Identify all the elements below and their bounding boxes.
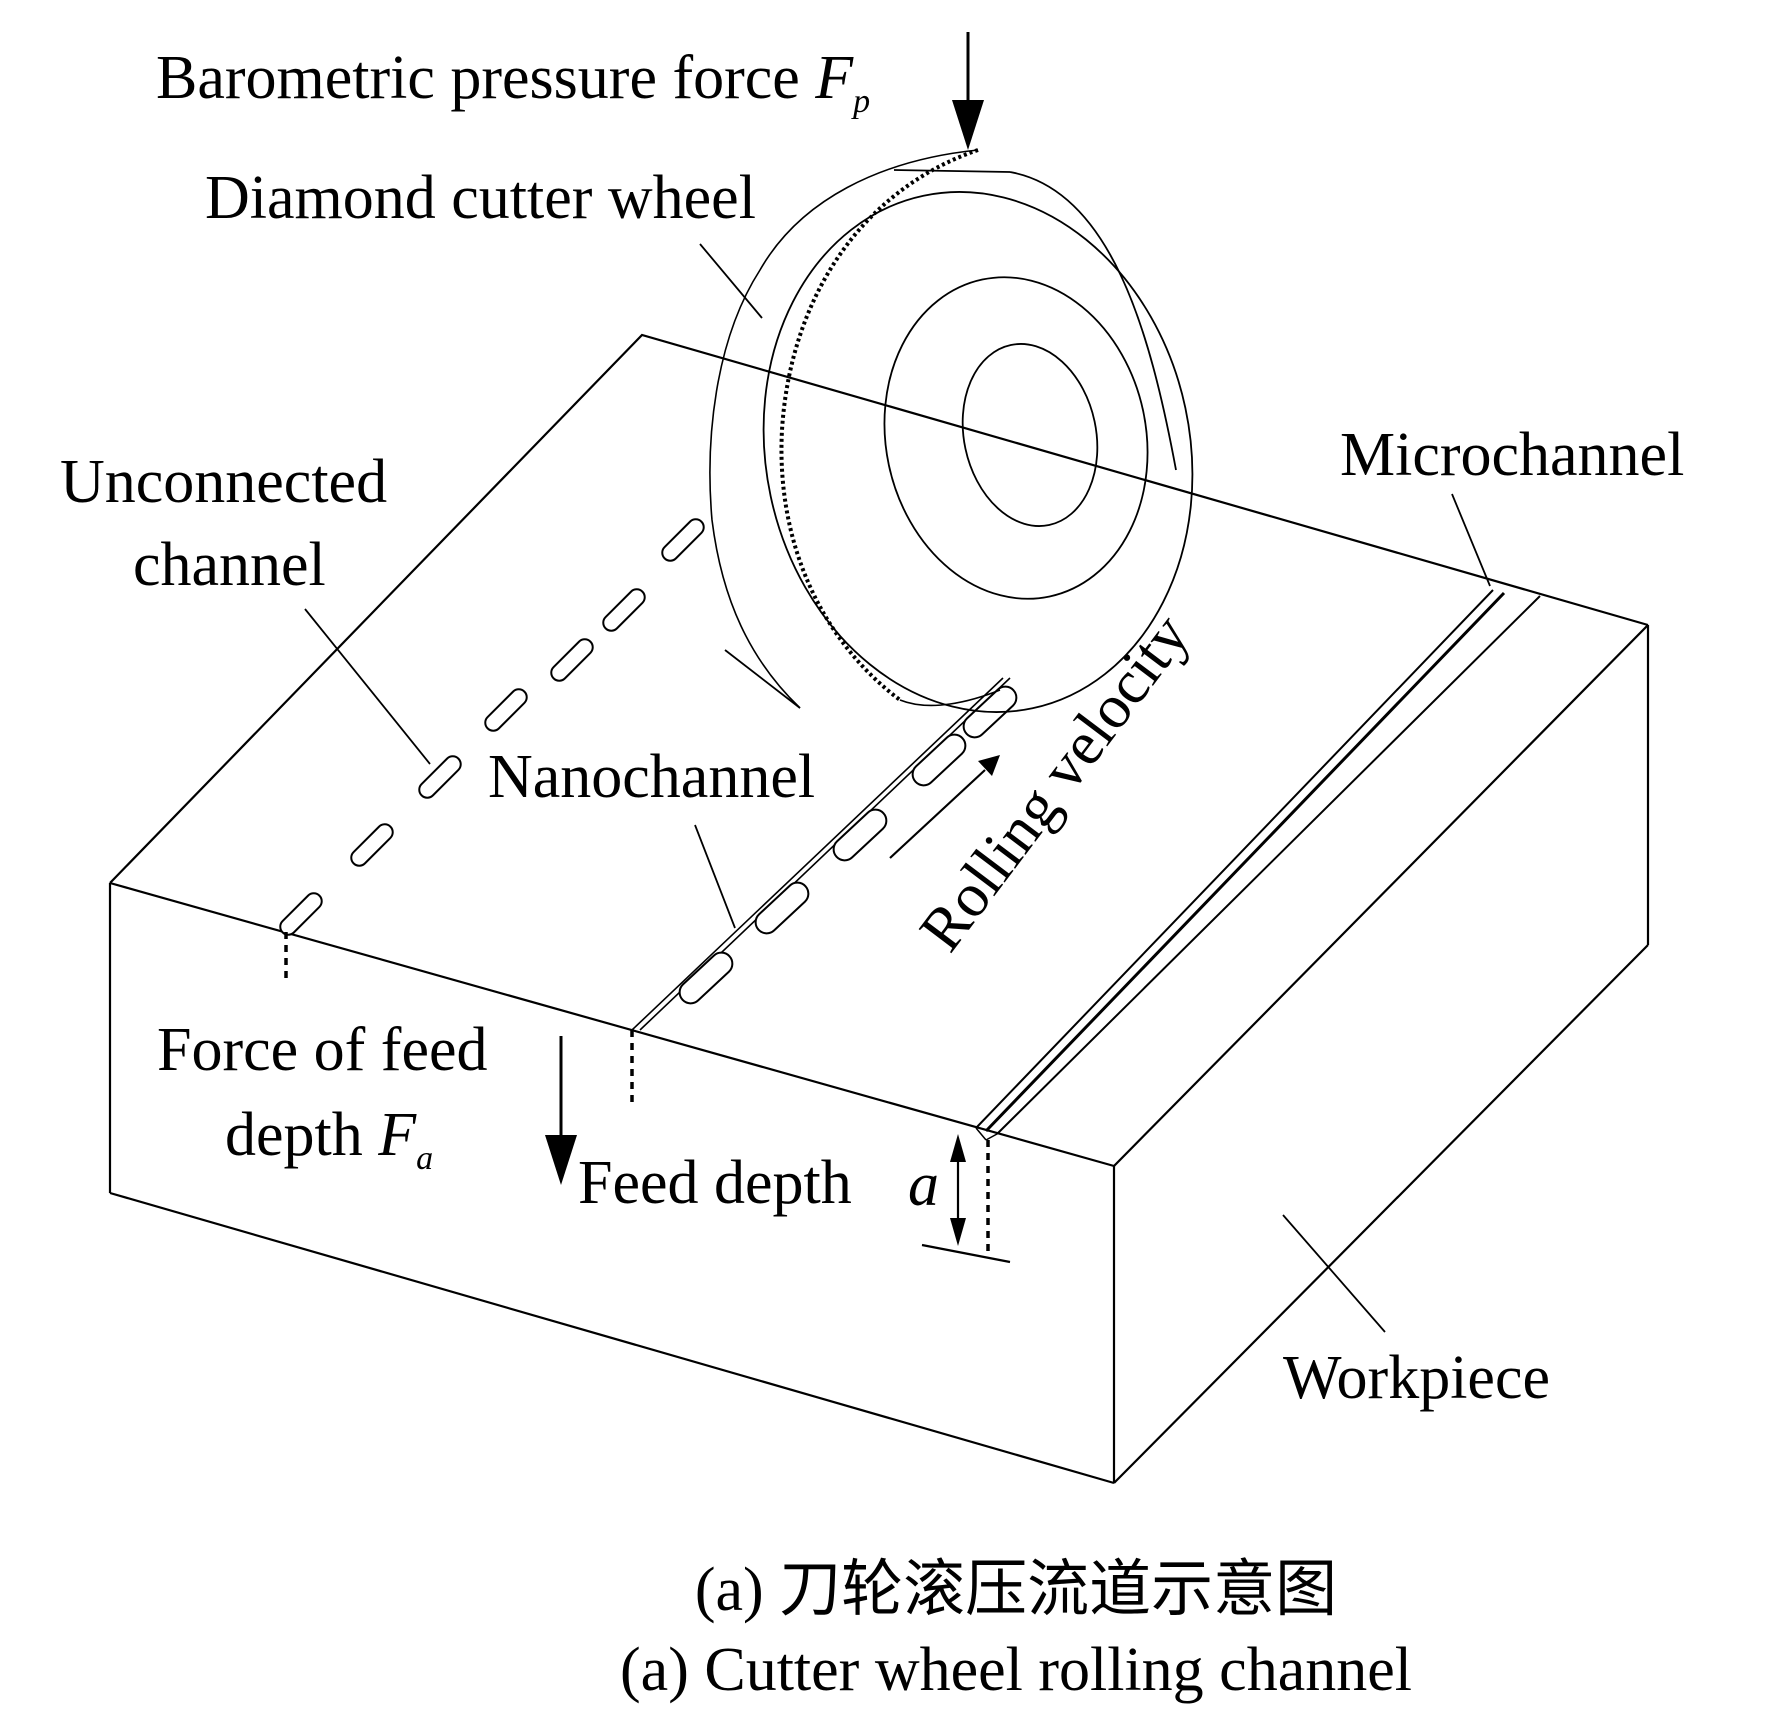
feed-depth-dimension — [921, 1134, 1011, 1264]
rolling-velocity-arrow — [889, 755, 1000, 859]
unconnected-channel-segment — [550, 638, 594, 682]
barometric-pressure-label: Barometric pressure force Fp — [156, 44, 870, 120]
unconnected-channel-segment — [279, 892, 323, 936]
workpiece-leader — [1282, 1214, 1386, 1333]
pressure-arrow — [952, 32, 984, 150]
nanochannel-leader — [694, 824, 736, 929]
nanochannel-segment — [911, 733, 967, 787]
unconnected-channel-segment — [484, 688, 528, 732]
diamond-wheel-leader — [699, 243, 763, 319]
unconnected-channel — [279, 518, 705, 936]
nanochannel-segment — [754, 881, 810, 935]
microchannel-label: Microchannel — [1340, 421, 1684, 489]
diamond-cutter-wheel — [709, 148, 1194, 713]
caption-english: (a) Cutter wheel rolling channel — [620, 1636, 1412, 1704]
unconnected-channel-leader — [304, 608, 431, 765]
microchannel-leader — [1451, 493, 1491, 587]
caption-chinese: (a) 刀轮滚压流道示意图 — [695, 1556, 1337, 1624]
nanochannel-segment — [678, 951, 734, 1005]
unconnected-channel-segment — [602, 588, 646, 632]
nanochannel — [631, 677, 1018, 1031]
unconnected-channel-segment — [350, 823, 394, 867]
rolling-velocity-label: Rolling velocity — [907, 602, 1203, 963]
workpiece-label: Workpiece — [1283, 1344, 1550, 1412]
unconnected-label-line2: channel — [133, 531, 326, 599]
force-feed-label-line1: Force of feed — [157, 1016, 488, 1084]
feed-force-arrow — [545, 1036, 577, 1185]
diamond-wheel-label: Diamond cutter wheel — [205, 164, 756, 232]
nanochannel-segment — [832, 808, 888, 862]
feed-depth-label: Feed depth — [578, 1149, 852, 1217]
feed-depth-symbol: a — [908, 1151, 939, 1219]
unconnected-label-line1: Unconnected — [60, 448, 387, 516]
microchannel — [975, 589, 1541, 1141]
unconnected-channel-segment — [418, 755, 462, 799]
unconnected-channel-segment — [661, 518, 705, 562]
workpiece-block — [108, 333, 1650, 1485]
nanochannel-label: Nanochannel — [488, 743, 815, 811]
force-feed-label-line2: depth Fa — [225, 1101, 433, 1177]
